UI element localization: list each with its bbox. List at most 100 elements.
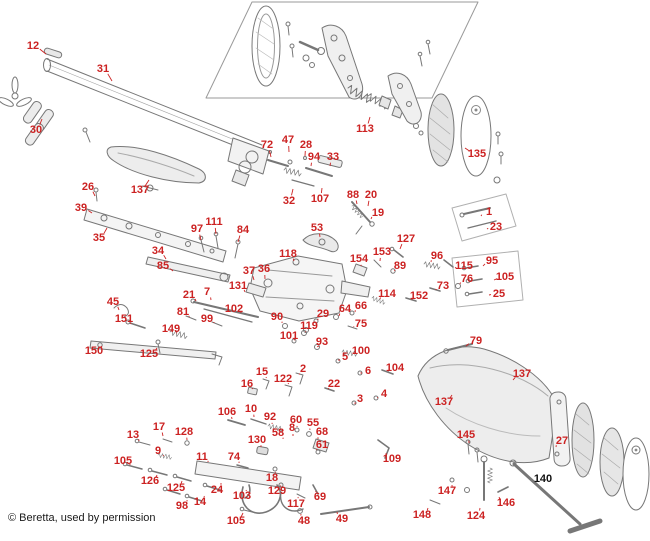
ejector-parts-drawing: [350, 201, 375, 235]
part-label-60: 60: [290, 414, 302, 426]
part-label-90: 90: [271, 311, 283, 323]
part-label-137: 137: [131, 184, 149, 196]
leader-line-125: [180, 480, 183, 484]
part-label-39: 39: [75, 202, 87, 214]
part-label-131: 131: [229, 280, 247, 292]
part-label-27: 27: [556, 435, 568, 447]
part-label-8: 8: [289, 422, 295, 434]
firing-pin-parts-drawing: [267, 150, 343, 187]
leader-line-34: [163, 254, 167, 260]
leader-line-135: [464, 147, 471, 152]
part-label-125: 125: [167, 482, 185, 494]
leader-line-88: [355, 200, 358, 205]
parts-box-1-drawing: [451, 193, 517, 242]
leader-line-84: [237, 235, 241, 243]
copyright-text: © Beretta, used by permission: [8, 512, 156, 524]
part-label-17: 17: [153, 421, 165, 433]
part-label-4: 4: [381, 388, 388, 400]
part-label-74: 74: [228, 451, 241, 463]
part-label-84: 84: [237, 224, 250, 236]
part-label-23: 23: [490, 221, 502, 233]
part-label-22: 22: [328, 378, 340, 390]
part-label-25: 25: [493, 288, 505, 300]
part-label-106: 106: [218, 406, 236, 418]
leader-line-35: [103, 227, 108, 234]
leader-line-148: [426, 507, 429, 511]
part-label-9: 9: [155, 445, 161, 457]
part-label-61: 61: [316, 439, 328, 451]
part-label-32: 32: [283, 195, 295, 207]
part-label-122: 122: [274, 373, 292, 385]
trigger-assembly-drawing: [122, 418, 390, 515]
leader-line-105: [240, 512, 244, 517]
part-label-16: 16: [241, 378, 253, 390]
part-label-111: 111: [205, 216, 222, 228]
part-label-2: 2: [300, 363, 306, 375]
leader-line-1: [480, 214, 483, 217]
recoil-pad-top-drawing: [251, 5, 295, 87]
leader-line-93: [317, 345, 320, 348]
part-label-7: 7: [204, 286, 210, 298]
part-label-107: 107: [311, 193, 329, 205]
butt-plate-top-drawing: [427, 93, 504, 184]
part-label-55: 55: [307, 417, 319, 429]
part-label-36: 36: [258, 263, 270, 275]
leader-line-137: [512, 377, 516, 381]
part-label-81: 81: [177, 306, 189, 318]
part-label-137: 137: [435, 396, 453, 408]
leader-line-9: [162, 454, 165, 457]
part-label-75: 75: [355, 318, 367, 330]
part-label-94: 94: [308, 151, 321, 163]
part-label-12: 12: [27, 40, 39, 52]
part-label-93: 93: [316, 336, 328, 348]
leader-line-45: [117, 306, 120, 311]
part-label-85: 85: [157, 260, 169, 272]
part-label-101: 101: [280, 330, 298, 342]
leader-line-31: [107, 73, 113, 82]
part-label-114: 114: [378, 288, 397, 300]
leader-line-64: [338, 313, 341, 317]
leader-line-151: [130, 322, 132, 325]
leader-line-16: [251, 387, 254, 390]
part-label-13: 13: [127, 429, 139, 441]
leader-line-131: [243, 289, 246, 293]
part-label-97: 97: [191, 223, 203, 235]
leader-line-95: [482, 263, 486, 267]
part-label-26: 26: [82, 181, 94, 193]
part-label-105: 105: [114, 455, 132, 467]
part-label-96: 96: [431, 250, 443, 262]
leader-line-19: [370, 216, 373, 220]
part-label-76: 76: [461, 273, 473, 285]
choke-tubes-drawing: [0, 47, 91, 146]
part-label-129: 129: [268, 485, 286, 497]
part-label-149: 149: [162, 323, 180, 335]
part-label-68: 68: [316, 426, 328, 438]
part-label-146: 146: [497, 497, 515, 509]
part-label-117: 117: [287, 498, 305, 510]
part-label-72: 72: [261, 139, 273, 151]
leader-line-21: [194, 298, 197, 302]
safety-parts-drawing: [352, 246, 461, 306]
part-label-33: 33: [327, 151, 339, 163]
parts-box-2-drawing: [451, 250, 524, 308]
leader-line-22: [327, 387, 330, 390]
part-label-58: 58: [272, 427, 284, 439]
leader-line-115: [454, 266, 457, 269]
leader-line-79: [465, 343, 470, 347]
part-label-3: 3: [357, 393, 363, 405]
part-label-95: 95: [486, 255, 498, 267]
leader-line-20: [367, 200, 370, 207]
leader-line-119: [305, 331, 307, 333]
part-label-29: 29: [317, 308, 329, 320]
leader-line-26: [92, 191, 96, 197]
leader-line-94: [310, 162, 312, 167]
part-label-28: 28: [300, 139, 312, 151]
part-label-118: 118: [279, 248, 297, 260]
leader-line-32: [291, 188, 294, 196]
part-label-31: 31: [97, 63, 109, 75]
butt-assembly-drawing: [429, 391, 650, 534]
part-label-147: 147: [438, 485, 456, 497]
leader-line-111: [214, 227, 217, 235]
